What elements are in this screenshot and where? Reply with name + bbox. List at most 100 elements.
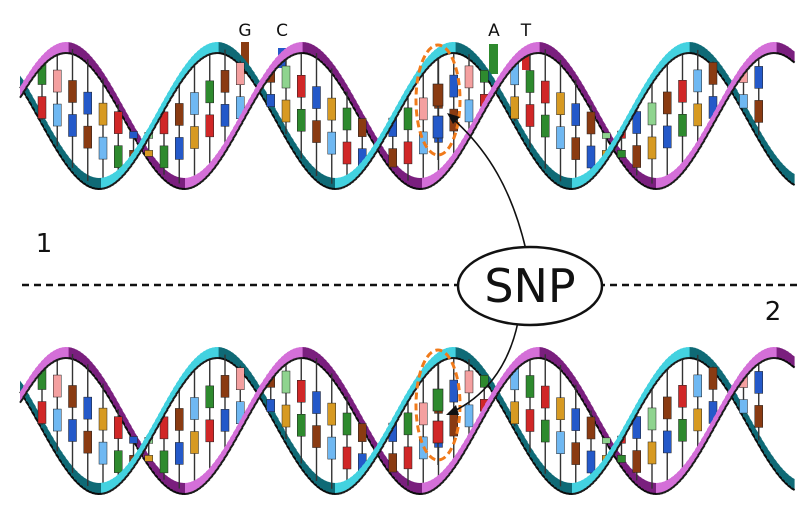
base-block <box>388 148 397 168</box>
strand-a-edge <box>199 484 205 489</box>
base-block <box>342 446 352 470</box>
strand-b-edge <box>580 183 586 188</box>
strand-b-edge <box>595 170 601 176</box>
strand-a-segment <box>668 172 672 186</box>
strand-a-edge <box>673 177 679 183</box>
strand-b-segment <box>323 479 327 493</box>
strand-b-segment <box>347 172 351 186</box>
base-block <box>220 104 230 127</box>
strand-a-edge <box>442 477 448 483</box>
base-block <box>708 367 718 390</box>
strand-b-edge <box>112 181 118 186</box>
strand-b-segment <box>461 43 465 56</box>
strand-a-edge <box>214 162 220 168</box>
strand-a-segment <box>782 43 786 56</box>
strand-b-edge <box>343 184 348 188</box>
base-block <box>693 374 702 398</box>
strand-a-edge <box>205 478 211 484</box>
strand-b-segment <box>218 42 222 54</box>
strand-a-edge <box>514 61 520 66</box>
strand-a-edge <box>436 178 442 183</box>
strand-a-edge <box>190 490 195 494</box>
strand-b-edge <box>154 120 160 127</box>
strand-b-edge <box>127 469 133 476</box>
strand-b-edge <box>352 482 358 488</box>
strand-b-edge <box>355 479 361 485</box>
strand-a-edge <box>445 473 451 479</box>
strand-a-segment <box>434 476 438 490</box>
strand-a-segment <box>530 42 534 55</box>
strand-a-edge <box>487 98 493 106</box>
strand-b-edge <box>367 464 373 470</box>
strand-a-segment <box>521 351 525 365</box>
snp-arrow-down <box>451 321 519 413</box>
strand-a-edge <box>238 426 244 434</box>
strand-b-edge <box>181 380 187 386</box>
strand-b-segment <box>563 176 567 189</box>
strand-b-segment <box>470 48 474 63</box>
strand-a-edge <box>247 105 253 113</box>
strand-b-edge <box>151 430 157 438</box>
strand-a-segment <box>62 347 66 359</box>
strand-a-edge <box>676 479 682 485</box>
strand-a-edge <box>241 421 247 429</box>
strand-a-segment <box>644 479 648 493</box>
strand-a-edge <box>790 364 796 369</box>
strand-b-segment <box>332 482 336 494</box>
strand-b-segment <box>785 166 789 181</box>
strand-a-edge <box>742 375 748 381</box>
strand-a-edge <box>697 449 703 457</box>
strand-b-edge <box>364 468 370 474</box>
strand-a-segment <box>410 175 414 188</box>
strand-a-edge <box>706 434 712 441</box>
strand-b-segment <box>209 347 213 360</box>
strand-a-edge <box>685 163 691 169</box>
strand-b-segment <box>317 475 321 489</box>
strand-a-edge <box>244 416 250 423</box>
strand-a-edge <box>526 358 531 362</box>
strand-a-segment <box>551 351 555 365</box>
strand-a-edge <box>694 149 700 156</box>
strand-b-edge <box>673 360 679 365</box>
strand-a-segment <box>293 42 297 55</box>
strand-a-edge <box>685 468 691 474</box>
strand-a-edge <box>505 71 511 77</box>
strand-b-segment <box>221 42 225 55</box>
strand-b-segment <box>110 478 114 492</box>
strand-a-edge <box>220 458 226 464</box>
strand-a-segment <box>80 351 84 365</box>
strand-a-segment <box>287 45 291 59</box>
strand-b-edge <box>406 92 412 99</box>
strand-b-edge <box>601 162 607 168</box>
strand-b-segment <box>104 481 108 494</box>
strand-b-segment <box>212 347 216 359</box>
strand-b-segment <box>326 176 330 189</box>
strand-a-edge <box>727 397 733 404</box>
base-block <box>281 65 291 89</box>
strand-b-edge <box>430 60 436 66</box>
base-block <box>632 450 641 473</box>
strand-b-edge <box>118 175 124 181</box>
base-block <box>739 399 748 414</box>
base-block <box>83 91 92 115</box>
strand-b-edge <box>589 176 595 182</box>
strand-b-edge <box>112 486 118 491</box>
strand-a-segment <box>59 347 63 360</box>
strand-b-segment <box>458 347 462 360</box>
strand-a-segment <box>653 177 657 189</box>
strand-b-segment <box>452 42 456 54</box>
strand-b-edge <box>124 168 130 174</box>
strand-a-segment <box>68 347 72 359</box>
strand-b-edge <box>376 144 382 152</box>
strand-a-segment <box>665 174 669 187</box>
strand-a-edge <box>517 58 523 64</box>
base-block <box>693 103 702 127</box>
strand-b-segment <box>461 348 465 361</box>
strand-a-edge <box>733 82 739 89</box>
strand-a-edge <box>271 68 277 75</box>
strand-b-edge <box>136 151 142 158</box>
strand-a-segment <box>287 350 291 364</box>
strand-b-edge <box>607 458 613 465</box>
strand-a-edge <box>700 139 706 147</box>
strand-b-segment <box>440 349 444 362</box>
